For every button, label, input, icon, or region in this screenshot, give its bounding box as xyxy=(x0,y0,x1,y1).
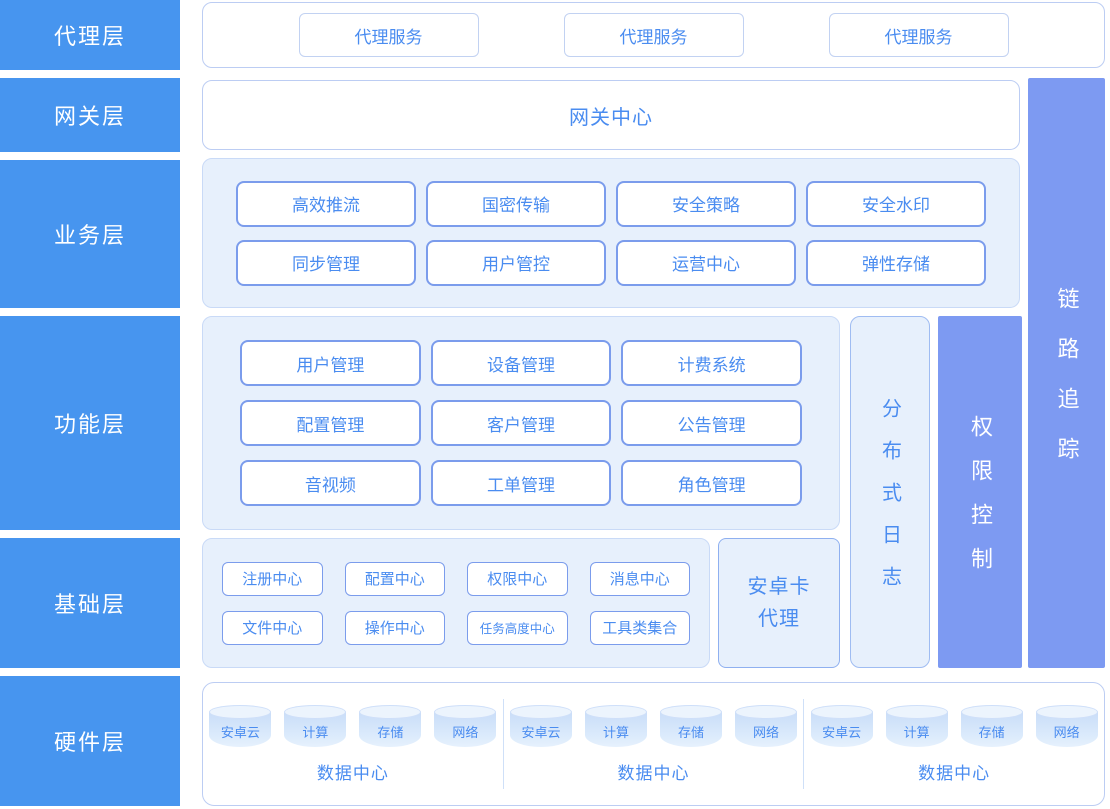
business-layer-container: 高效推流 国密传输 安全策略 安全水印 同步管理 用户管控 运营中心 弹性存储 xyxy=(202,158,1020,308)
layer-label: 硬件层 xyxy=(53,730,126,755)
database-cylinder-icon: 网络 xyxy=(434,704,497,747)
function-node: 音视频 xyxy=(240,460,421,506)
layer-label: 业务层 xyxy=(53,223,126,248)
database-cylinder-icon: 安卓云 xyxy=(510,704,572,747)
data-center-label: 数据中心 xyxy=(918,763,991,783)
cylinder-label: 网络 xyxy=(434,711,497,747)
database-cylinder-icon: 安卓云 xyxy=(810,704,873,747)
permission-control-bar: 权限控制 xyxy=(938,316,1022,668)
business-node: 用户管控 xyxy=(426,239,606,286)
data-center-group: 安卓云 计算 存储 网络 数据中心 xyxy=(203,683,503,805)
proxy-service-node: 代理服务 xyxy=(563,13,744,57)
function-node: 角色管理 xyxy=(621,460,802,506)
proxy-service-node: 代理服务 xyxy=(298,13,479,57)
sidebar-layer-base: 基础层 xyxy=(0,538,180,668)
proxy-service-node: 代理服务 xyxy=(828,13,1009,57)
base-node: 操作中心 xyxy=(344,610,445,645)
data-center-label: 数据中心 xyxy=(617,763,690,783)
business-node: 国密传输 xyxy=(426,180,606,227)
base-node: 文件中心 xyxy=(222,610,323,645)
group-divider xyxy=(803,699,805,789)
gateway-center-label: 网关中心 xyxy=(569,106,653,129)
database-cylinder-icon: 计算 xyxy=(585,704,647,747)
function-node: 工单管理 xyxy=(430,460,612,506)
base-node: 工具类集合 xyxy=(589,610,690,645)
layer-label: 基础层 xyxy=(53,592,126,617)
proxy-layer-container: 代理服务 代理服务 代理服务 xyxy=(202,2,1105,68)
data-center-group: 安卓云 计算 存储 网络 数据中心 xyxy=(504,683,804,805)
layer-label: 功能层 xyxy=(53,412,126,437)
sidebar-layer-function: 功能层 xyxy=(0,316,180,530)
database-cylinder-icon: 存储 xyxy=(960,704,1023,747)
business-node: 高效推流 xyxy=(236,180,416,227)
base-node: 任务高度中心 xyxy=(467,610,568,645)
layer-label: 代理层 xyxy=(53,24,126,49)
distributed-log-label: 分布式日志 xyxy=(878,398,901,608)
function-node: 设备管理 xyxy=(430,340,612,386)
base-node: 消息中心 xyxy=(589,561,690,596)
permission-control-label: 权限控制 xyxy=(968,415,993,591)
android-card-agent-box: 安卓卡 代理 xyxy=(718,538,840,668)
layer-label: 网关层 xyxy=(53,104,126,129)
database-cylinder-icon: 存储 xyxy=(359,704,422,747)
database-cylinder-icon: 网络 xyxy=(1035,704,1098,747)
sidebar-layer-business: 业务层 xyxy=(0,160,180,308)
gateway-center-container: 网关中心 xyxy=(202,80,1020,150)
business-node: 运营中心 xyxy=(616,239,796,286)
base-layer-container: 注册中心 配置中心 权限中心 消息中心 文件中心 操作中心 任务高度中心 工具类… xyxy=(202,538,710,668)
data-center-group: 安卓云 计算 存储 网络 数据中心 xyxy=(804,683,1104,805)
sidebar-layer-gateway: 网关层 xyxy=(0,78,180,152)
business-node: 弹性存储 xyxy=(806,239,986,286)
database-cylinder-icon: 计算 xyxy=(284,704,347,747)
business-node: 安全策略 xyxy=(616,180,796,227)
android-card-agent-line1: 安卓卡 xyxy=(747,576,811,598)
business-node: 安全水印 xyxy=(806,180,986,227)
function-node: 计费系统 xyxy=(621,340,802,386)
function-node: 配置管理 xyxy=(240,400,421,446)
business-node: 同步管理 xyxy=(236,239,416,286)
database-cylinder-icon: 计算 xyxy=(885,704,948,747)
function-node: 公告管理 xyxy=(621,400,802,446)
distributed-log-bar: 分布式日志 xyxy=(850,316,930,668)
database-cylinder-icon: 安卓云 xyxy=(209,704,272,747)
base-node: 权限中心 xyxy=(467,561,568,596)
sidebar-layer-proxy: 代理层 xyxy=(0,0,180,70)
hardware-layer-container: 安卓云 计算 存储 网络 数据中心 xyxy=(202,682,1105,806)
link-trace-label: 链路追踪 xyxy=(1054,287,1080,487)
function-node: 用户管理 xyxy=(240,340,421,386)
group-divider xyxy=(502,699,504,789)
data-center-label: 数据中心 xyxy=(316,763,389,783)
function-layer-container: 用户管理 设备管理 计费系统 配置管理 客户管理 公告管理 音视频 工单管理 角… xyxy=(202,316,840,530)
sidebar-layer-hardware: 硬件层 xyxy=(0,676,180,806)
function-node: 客户管理 xyxy=(430,400,612,446)
link-trace-bar: 链路追踪 xyxy=(1028,78,1105,668)
database-cylinder-icon: 存储 xyxy=(660,704,722,747)
base-node: 配置中心 xyxy=(344,561,445,596)
database-cylinder-icon: 网络 xyxy=(735,704,797,747)
android-card-agent-line2: 代理 xyxy=(758,608,800,630)
base-node: 注册中心 xyxy=(222,561,323,596)
cylinder-label: 存储 xyxy=(359,711,422,747)
